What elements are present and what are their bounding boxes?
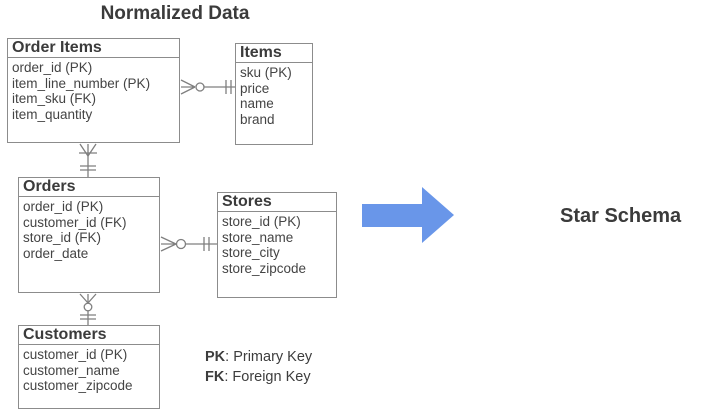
field-row: customer_id (FK) (23, 214, 127, 230)
field-row: customer_zipcode (23, 378, 133, 393)
diagram-title: Normalized Data (100, 3, 250, 24)
field-row: store_city (222, 245, 280, 260)
crow-foot-many-icon (160, 236, 177, 252)
fk-abbr: FK (205, 369, 225, 385)
field-row: store_name (222, 229, 294, 245)
table-body: order_id (PK) customer_id (FK) store_id … (19, 197, 159, 261)
connector-orders-stores (160, 236, 217, 252)
one-and-only-one-icon (203, 237, 210, 251)
field-row: price (240, 80, 270, 96)
zero-circle-icon (195, 82, 205, 92)
legend-fk-line: FK: Foreign Key (205, 367, 312, 387)
table-customers: Customers customer_id (PK) customer_name… (18, 325, 160, 409)
table-order-items: Order Items order_id (PK) item_line_numb… (7, 38, 180, 143)
field-row: order_id (PK) (12, 60, 93, 75)
table-body: sku (PK) price name brand (236, 63, 312, 127)
table-header: Order Items (8, 39, 179, 58)
table-body: order_id (PK) item_line_number (PK) item… (8, 58, 179, 122)
table-stores: Stores store_id (PK) store_name store_ci… (217, 192, 337, 298)
crow-foot-many-icon (79, 293, 97, 304)
table-body: store_id (PK) store_name store_city stor… (218, 212, 336, 276)
crow-foot-many-icon (180, 79, 196, 95)
one-and-only-one-icon (80, 314, 96, 320)
table-orders: Orders order_id (PK) customer_id (FK) st… (18, 177, 160, 293)
legend-pk-line: PK: Primary Key (205, 347, 312, 367)
table-body: customer_id (PK) customer_name customer_… (19, 345, 159, 394)
table-header: Customers (19, 326, 159, 345)
field-row: item_quantity (12, 106, 93, 122)
star-schema-label: Star Schema (560, 205, 682, 227)
pk-text: : Primary Key (225, 349, 313, 365)
field-row: brand (240, 111, 275, 127)
connector-order-items-items (180, 79, 236, 95)
field-row: sku (PK) (240, 65, 292, 80)
connector-order-items-orders (79, 143, 97, 177)
key-legend: PK: Primary Key FK: Foreign Key (205, 347, 312, 387)
field-row: name (240, 96, 274, 111)
field-row: order_date (23, 245, 89, 261)
table-items: Items sku (PK) price name brand (235, 43, 313, 145)
pk-abbr: PK (205, 349, 226, 365)
fk-text: : Foreign Key (224, 369, 311, 385)
field-row: order_id (PK) (23, 199, 104, 214)
table-header: Items (236, 44, 312, 63)
zero-circle-icon (175, 238, 187, 250)
connector-orders-customers (79, 293, 97, 325)
table-header: Stores (218, 193, 336, 212)
field-row: item_sku (FK) (12, 91, 97, 106)
field-row: store_id (FK) (23, 230, 102, 245)
zero-circle-icon (83, 302, 93, 312)
field-row: item_line_number (PK) (12, 75, 151, 91)
field-row: store_zipcode (222, 260, 307, 276)
field-row: customer_name (23, 362, 120, 378)
field-row: customer_id (PK) (23, 347, 128, 362)
table-header: Orders (19, 178, 159, 197)
arrow-right-icon (362, 187, 454, 243)
field-row: store_id (PK) (222, 214, 301, 229)
crow-foot-many-icon (79, 143, 97, 157)
one-and-only-one-icon (225, 80, 232, 94)
one-and-only-one-icon (80, 165, 96, 171)
